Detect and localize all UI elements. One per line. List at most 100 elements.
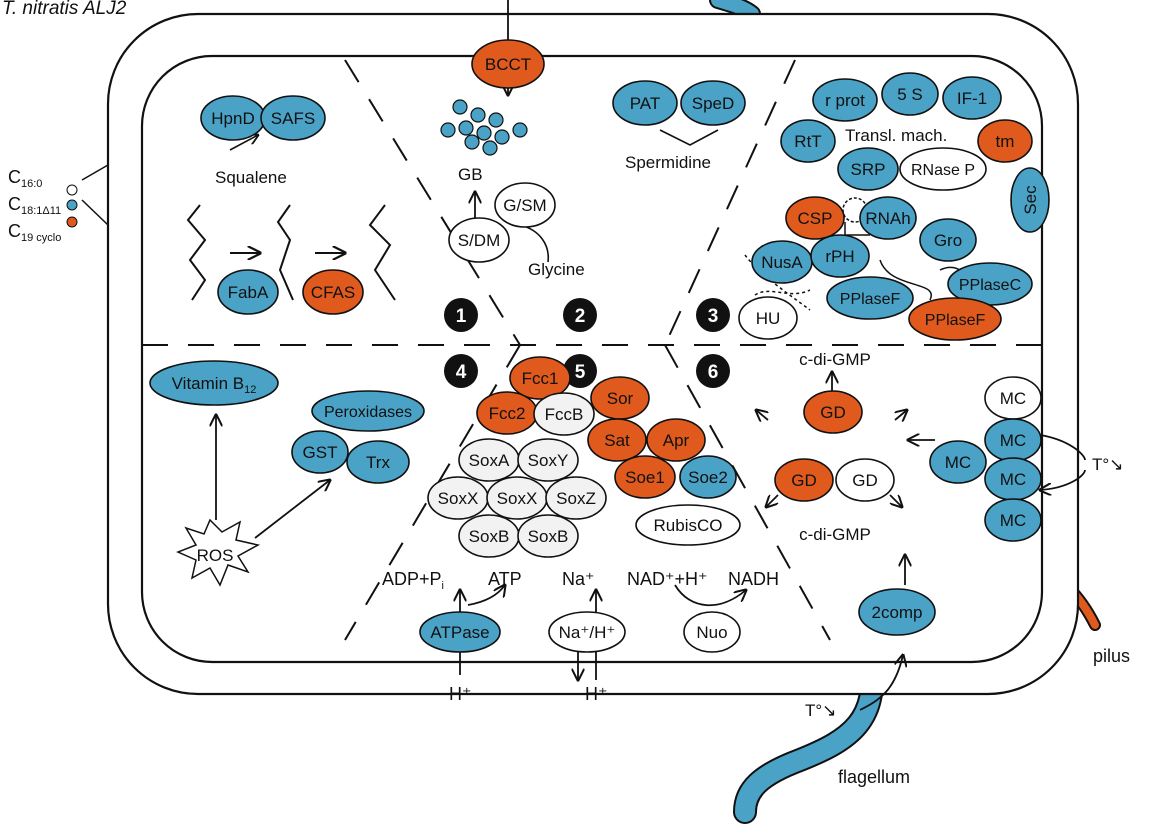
protein-sdm: S/DM: [448, 217, 510, 263]
protein-bcct: BCCT: [471, 39, 545, 89]
protein-gst-shape: [291, 430, 349, 474]
protein-gst: GST: [291, 430, 349, 474]
temperature-bottom-label: T°↘: [805, 701, 836, 720]
atp-label: ATP: [488, 569, 522, 589]
protein-soxz-label: SoxZ: [556, 489, 596, 508]
protein-soxx1-label: SoxX: [438, 489, 479, 508]
protein-if1: IF-1: [942, 76, 1002, 120]
protein-nusa-label: NusA: [761, 253, 803, 272]
protein-srp-shape: [837, 147, 899, 191]
protein-soxb2-label: SoxB: [528, 527, 569, 546]
flagellum-tip: [711, 0, 759, 21]
protein-mc4: MC: [984, 457, 1042, 501]
protein-gd3-shape: [835, 458, 895, 502]
flagellum: [735, 648, 882, 822]
protein-fccb-shape: [533, 392, 595, 436]
protein-sec: Sec: [1010, 167, 1050, 233]
protein-peroxidases-shape: [311, 390, 425, 432]
protein-hu-label: HU: [756, 309, 781, 328]
protein-soxb2: SoxB: [517, 514, 579, 558]
protein-mc2: MC: [984, 418, 1042, 462]
protein-atpase-shape: [419, 611, 501, 653]
protein-soe1-shape: [614, 455, 676, 499]
protein-if1-label: IF-1: [957, 89, 987, 108]
protein-naantiporter-shape: [548, 611, 626, 653]
ros-burst: [176, 518, 261, 587]
protein-fives: 5 S: [881, 72, 939, 116]
protein-mc1: MC: [984, 376, 1042, 420]
protein-fives-shape: [881, 72, 939, 116]
gb-label: GB: [458, 165, 483, 184]
protein-gd2-shape: [774, 458, 834, 502]
protein-gsm-shape: [494, 182, 556, 228]
protein-gro-shape: [919, 218, 977, 262]
protein-gd1-label: GD: [820, 403, 846, 422]
protein-pat-label: PAT: [630, 94, 661, 113]
protein-soxy: SoxY: [517, 438, 579, 482]
protein-apr-label: Apr: [663, 431, 690, 450]
section-6-number: 6: [708, 362, 719, 383]
protein-gro-label: Gro: [934, 231, 962, 250]
squalene-label: Squalene: [215, 168, 287, 187]
protein-sped: SpeD: [680, 80, 746, 126]
cdigmp-bottom-label: c-di-GMP: [799, 525, 871, 544]
protein-ppiasec: PPlaseC: [947, 262, 1033, 306]
protein-csp-label: CSP: [798, 209, 833, 228]
protein-tm: tm: [977, 119, 1033, 163]
protein-rtt-shape: [780, 119, 836, 163]
protein-trx-shape: [346, 440, 410, 484]
protein-hpnd: HpnD: [200, 95, 266, 141]
protein-srp-label: SRP: [851, 160, 886, 179]
sector-dividers: [142, 59, 1042, 641]
protein-sat: Sat: [587, 418, 647, 462]
protein-faba-shape: [217, 269, 279, 315]
protein-fccb-label: FccB: [545, 405, 584, 424]
protein-mc1-label: MC: [1000, 389, 1026, 408]
protein-nuo-label: Nuo: [696, 623, 727, 642]
protein-faba: FabA: [217, 269, 279, 315]
protein-sdm-shape: [448, 217, 510, 263]
section-markers: 1 2 3 4 5 6: [444, 298, 730, 388]
flagellum-label: flagellum: [838, 767, 910, 787]
protein-mc4-label: MC: [1000, 470, 1026, 489]
protein-sor-label: Sor: [607, 389, 634, 408]
pilus-label: pilus: [1093, 646, 1130, 666]
protein-gsm: G/SM: [494, 182, 556, 228]
protein-soe2: Soe2: [679, 455, 737, 499]
section-3-number: 3: [708, 306, 719, 327]
temperature-right-label: T°↘: [1092, 455, 1123, 474]
protein-gd2-label: GD: [791, 471, 817, 490]
protein-gd3: GD: [835, 458, 895, 502]
glycine-label: Glycine: [528, 260, 585, 279]
protein-apr-shape: [646, 418, 706, 462]
protein-soxb2-shape: [517, 514, 579, 558]
protein-mc3-label: MC: [945, 453, 971, 472]
protein-gro: Gro: [919, 218, 977, 262]
protein-fcc1: Fcc1: [509, 356, 571, 400]
protein-rph-shape: [810, 234, 870, 278]
protein-sec-label: Sec: [1021, 185, 1040, 215]
protein-rprot-shape: [812, 78, 878, 122]
protein-tm-label: tm: [996, 132, 1015, 151]
protein-atpase: ATPase: [419, 611, 501, 653]
protein-soxx2: SoxX: [486, 476, 548, 520]
protein-gd1-shape: [803, 390, 863, 434]
protein-nusa: NusA: [751, 240, 813, 284]
protein-ppiasef2: PPlaseF: [908, 297, 1002, 341]
protein-ppiasec-label: PPlaseC: [959, 277, 1021, 294]
protein-soxx1: SoxX: [427, 476, 489, 520]
h-atpase-label: H⁺: [449, 684, 472, 704]
protein-soe2-label: Soe2: [688, 468, 728, 487]
protein-rprot: r prot: [812, 78, 878, 122]
protein-vitb12: Vitamin B12: [149, 360, 279, 406]
protein-safs-shape: [260, 95, 326, 141]
protein-soxy-shape: [517, 438, 579, 482]
protein-srp: SRP: [837, 147, 899, 191]
protein-safs-label: SAFS: [271, 109, 315, 128]
protein-mc5-label: MC: [1000, 511, 1026, 530]
section-2-number: 2: [575, 306, 586, 327]
protein-sor: Sor: [590, 376, 650, 420]
protein-safs: SAFS: [260, 95, 326, 141]
nad-label: NAD⁺+H⁺: [627, 569, 708, 589]
